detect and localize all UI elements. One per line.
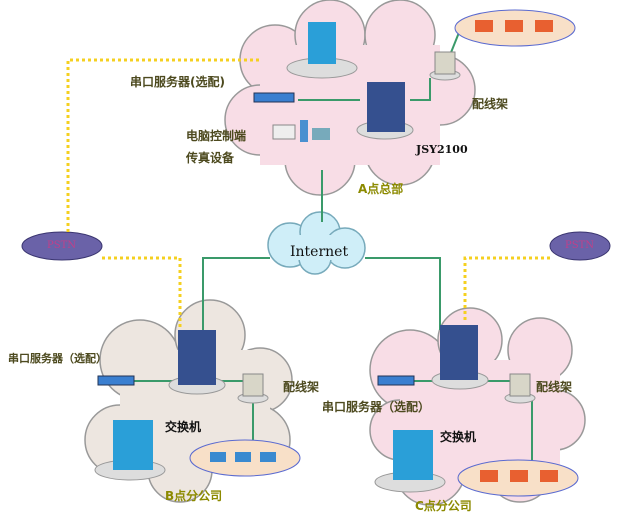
hq-pc-control-label: 电脑控制端 xyxy=(186,129,247,143)
pstn-left-label: PSTN xyxy=(47,240,76,251)
patch-panel-icon xyxy=(429,51,461,81)
device-model-label: JSY2100 xyxy=(416,143,468,156)
serial-server-icon-c xyxy=(377,375,415,386)
c-switch-label: 交换机 xyxy=(440,430,477,444)
pstn-cloud-left xyxy=(21,231,103,261)
pstn-right-label: PSTN xyxy=(565,240,594,251)
server-icon xyxy=(356,82,414,140)
hq-fax-label: 传真设备 xyxy=(186,151,235,165)
c-location-label: C点分公司 xyxy=(415,499,472,513)
serial-server-icon xyxy=(253,92,295,103)
phones-icon-b xyxy=(189,439,301,477)
hq-patch-panel-label: 配线架 xyxy=(472,97,509,111)
server-icon-c xyxy=(431,325,489,390)
server-icon-b xyxy=(168,330,226,395)
pstn-links xyxy=(66,58,550,335)
hq-serial-server-label: 串口服务器(选配) xyxy=(130,75,225,89)
phones-icon xyxy=(454,9,576,47)
pstn-cloud-right xyxy=(549,231,611,261)
patch-panel-icon-b xyxy=(237,373,269,404)
building-icon xyxy=(286,22,358,79)
internet-cloud xyxy=(267,211,366,275)
switch-building-icon-c xyxy=(374,430,446,493)
phones-icon-c xyxy=(457,459,579,497)
b-switch-label: 交换机 xyxy=(165,420,202,434)
b-location-label: B点分公司 xyxy=(165,489,223,503)
hq-location-label: A点总部 xyxy=(358,182,404,196)
serial-server-icon-b xyxy=(97,375,135,386)
switch-building-icon-b xyxy=(94,420,166,481)
internet-label: Internet xyxy=(290,244,349,260)
b-patch-panel-label: 配线架 xyxy=(283,380,320,394)
patch-panel-icon-c xyxy=(504,373,536,404)
pc-fax-icon xyxy=(272,120,330,142)
c-serial-server-label: 串口服务器（选配） xyxy=(322,400,431,414)
c-patch-panel-label: 配线架 xyxy=(536,380,573,394)
b-serial-server-label: 串口服务器（选配） xyxy=(8,352,107,365)
